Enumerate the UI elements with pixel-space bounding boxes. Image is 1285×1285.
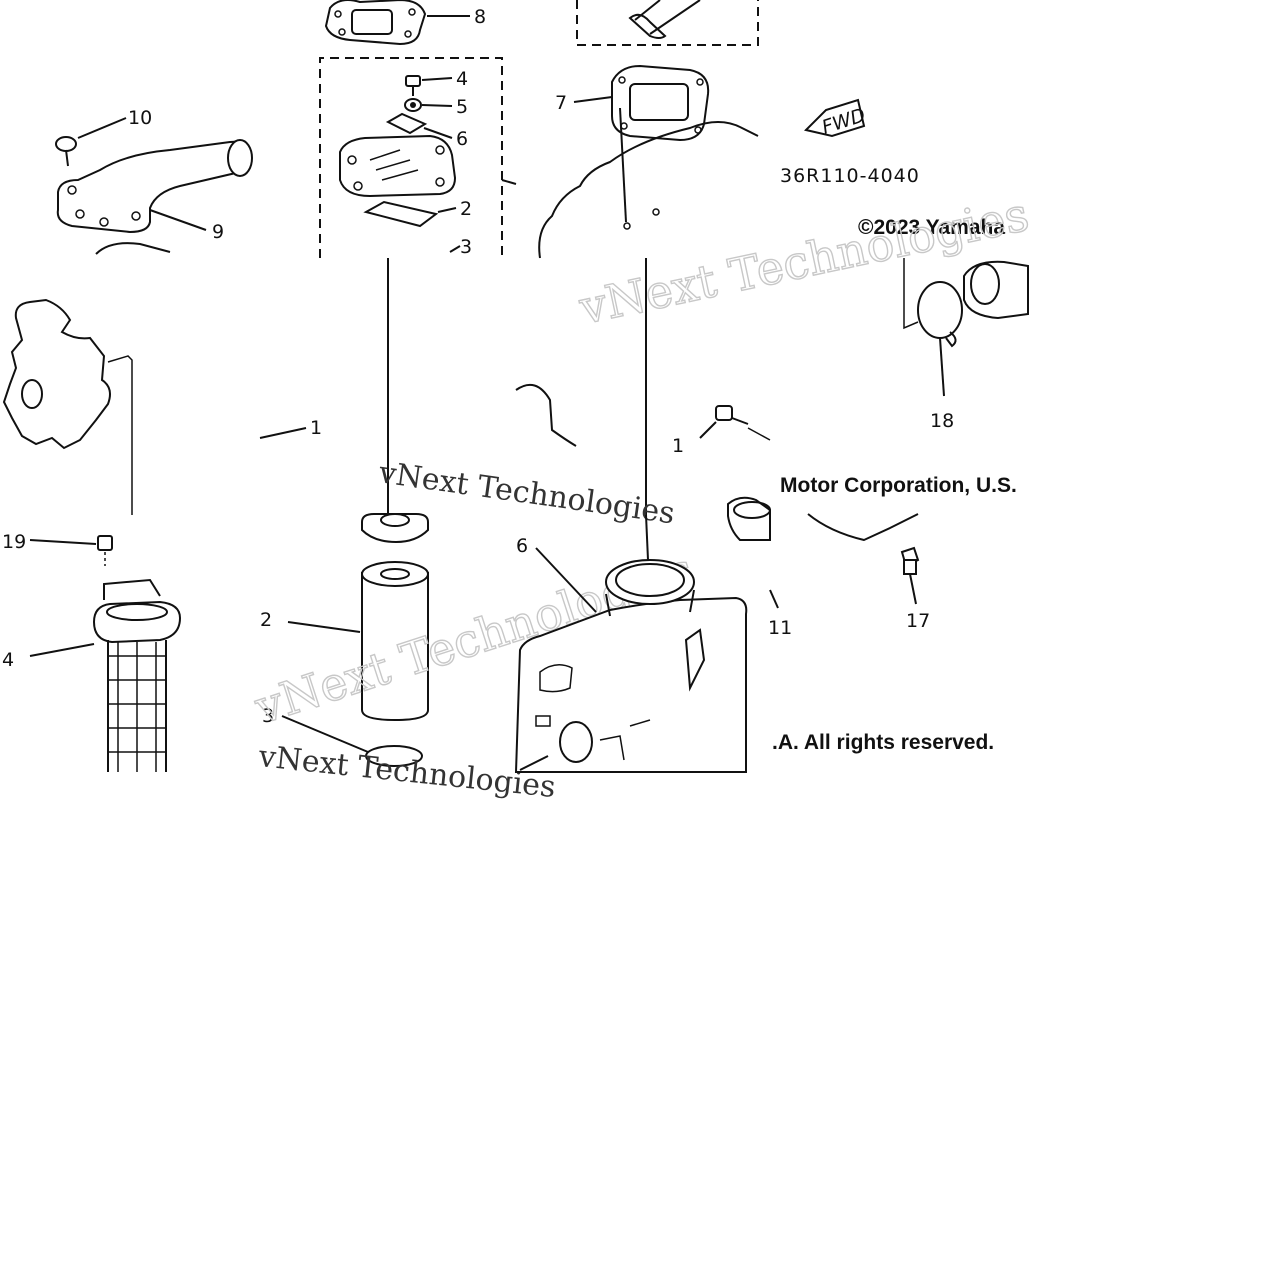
callout-3-upper: 3 [460,236,472,258]
callout-6-lower: 3 [262,705,274,727]
bolt-part-10 [55,136,77,167]
nut-part-17 [900,546,920,575]
reed-valve-top [628,0,701,39]
watermark-lower-dark: vNext Technologies [256,739,557,805]
water-outlet-part-9 [56,139,253,234]
callout-10: 10 [128,107,152,129]
bolt-part-4 [405,75,421,96]
fuel-strainer-part-2 [92,578,182,772]
watermark-mid: vNext Technologies [574,187,1033,335]
reed-part-2-upper [363,200,439,228]
callout-15: 11 [768,617,792,639]
copyright-line-2: Motor Corporation, U.S. [780,474,1017,497]
copyright-line-1: ©2023 Yamaha [858,216,1005,239]
callout-7: 7 [555,92,567,114]
part-code: 36R110-4040 [780,165,920,187]
callout-11: 6 [516,535,528,557]
plate-part-6 [385,112,428,135]
callout-2-lower: 4 [2,649,14,671]
callout-9: 9 [212,221,224,243]
callout-4-upper: 4 [456,68,468,90]
filter-element-part-3 [361,513,429,722]
callout-18: 18 [930,410,954,432]
callout-19: 1 [672,435,684,457]
copyright-line-3: .A. All rights reserved. [772,731,994,754]
o-ring-part-6 [365,745,423,767]
callout-1-mid: 1 [310,417,322,439]
oil-tank-part-11 [514,559,748,773]
callout-4-lower: 19 [2,531,26,553]
callout-2-upper: 2 [460,198,472,220]
callout-17: 17 [906,610,930,632]
callout-8: 8 [474,6,486,28]
circlip-part-18 [917,281,963,348]
fwd-arrow-icon: FWD [804,98,868,139]
callout-3-lower: 2 [260,609,272,631]
gasket-outline-left [2,298,111,450]
washer-part-5 [404,98,422,112]
gasket-part-7 [611,64,710,142]
bolt-part-19 [715,405,749,425]
callout-5: 5 [456,96,468,118]
gasket-part-8 [324,0,427,46]
reed-plate-body [339,134,457,198]
sleeve-part-right [963,260,1029,320]
bolt-part-4-lower [97,535,113,566]
callout-6-upper: 6 [456,128,468,150]
plug-part-15 [727,496,771,541]
